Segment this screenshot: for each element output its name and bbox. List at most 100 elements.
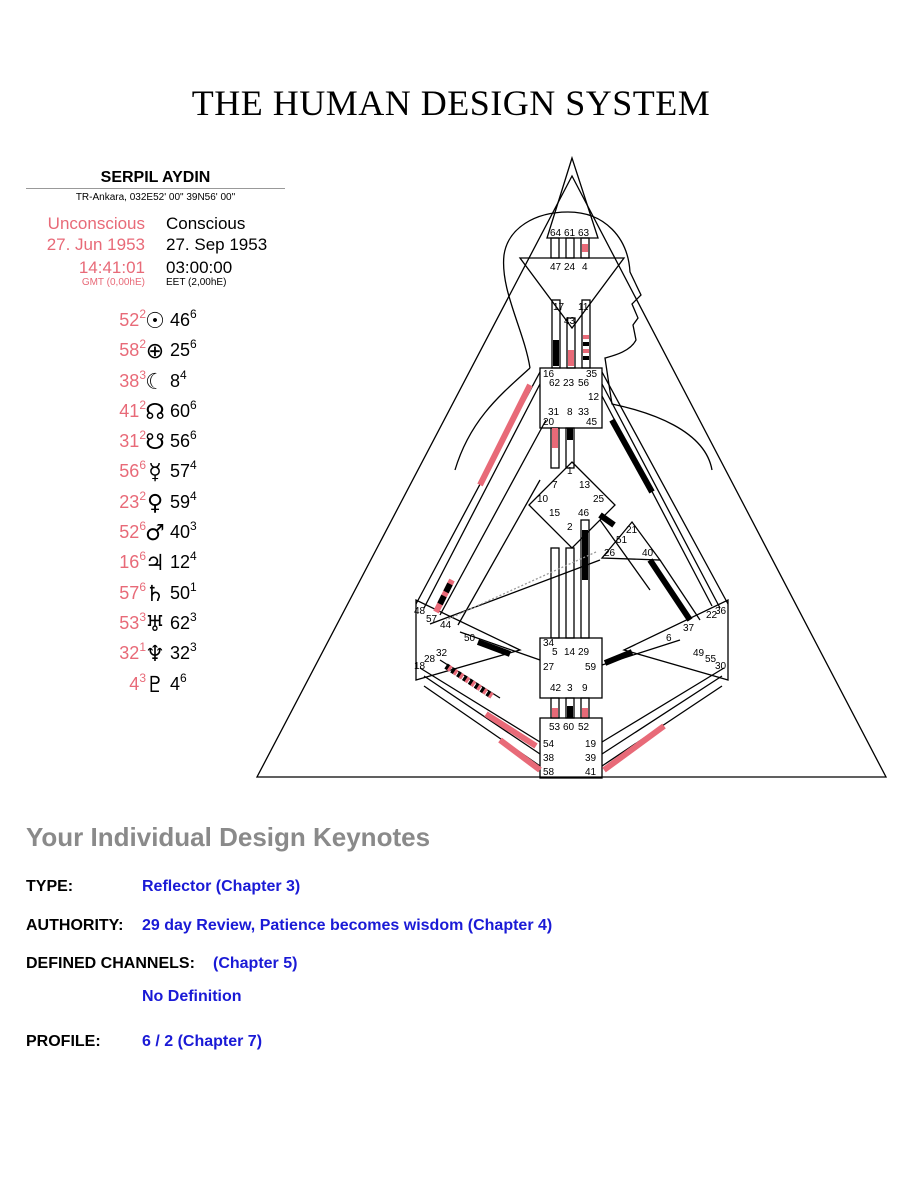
gate-17: 17 xyxy=(553,302,565,313)
unconscious-activation: 576 xyxy=(119,579,146,603)
planet-row: 412☊606 xyxy=(90,397,230,429)
outer-triangle xyxy=(255,174,888,778)
unconscious-activation: 312 xyxy=(119,428,146,452)
gate-3: 3 xyxy=(567,683,573,694)
profile-label: PROFILE: xyxy=(26,1033,101,1050)
channels-label: DEFINED CHANNELS: xyxy=(26,955,195,972)
gate-20: 20 xyxy=(543,417,555,428)
unconscious-activation: 166 xyxy=(119,549,146,573)
planet-row: 312☋566 xyxy=(90,428,230,459)
bodygraph: 64 61 63 47 24 4 17 43 11 62 23 56 16 35… xyxy=(255,155,888,779)
gate-9: 9 xyxy=(582,683,588,694)
profile-value: 6 / 2 (Chapter 7) xyxy=(142,1033,263,1050)
conscious-activation: 606 xyxy=(170,397,197,421)
planet-row: 533♅623 xyxy=(90,609,230,641)
gate-23: 23 xyxy=(563,378,575,389)
page-title: THE HUMAN DESIGN SYSTEM xyxy=(191,83,711,123)
ego-center xyxy=(600,520,662,561)
name-divider xyxy=(26,188,285,189)
gate-38: 38 xyxy=(543,753,555,764)
gate-50: 50 xyxy=(464,633,476,644)
gate-7: 7 xyxy=(552,480,558,491)
gate-55: 55 xyxy=(705,654,717,665)
conscious-activation: 566 xyxy=(170,428,197,452)
unconscious-label: Unconscious xyxy=(47,214,145,233)
gate-2: 2 xyxy=(567,522,573,533)
gate-24: 24 xyxy=(564,262,576,273)
conscious-activation: 623 xyxy=(170,609,197,633)
root-center xyxy=(539,717,603,779)
gate-58: 58 xyxy=(543,767,555,778)
mars-icon: ♂ xyxy=(145,521,165,547)
gate-1: 1 xyxy=(567,466,573,477)
gate-54: 54 xyxy=(543,739,555,750)
gate-28: 28 xyxy=(424,654,436,665)
gate-61: 61 xyxy=(564,228,576,239)
shoulders-left xyxy=(454,367,531,471)
conscious-label: Conscious xyxy=(166,214,246,233)
gate-53: 53 xyxy=(549,722,561,733)
gate-47: 47 xyxy=(550,262,562,273)
gate-8: 8 xyxy=(567,407,573,418)
gate-41: 41 xyxy=(585,767,597,778)
gate-15: 15 xyxy=(549,508,561,519)
planet-row: 166♃124 xyxy=(90,549,230,580)
gate-39: 39 xyxy=(585,753,597,764)
gate-63: 63 xyxy=(578,228,590,239)
saturn-icon: ♄ xyxy=(145,581,165,607)
unconscious-activation: 232 xyxy=(119,488,146,512)
neptune-icon: ♆ xyxy=(145,642,165,668)
gate-10: 10 xyxy=(537,494,549,505)
birth-location: TR-Ankara, 032E52' 00" 39N56' 00" xyxy=(75,192,236,203)
spleen-center xyxy=(415,598,522,681)
gate-36: 36 xyxy=(715,606,727,617)
gate-37: 37 xyxy=(683,623,695,634)
unconscious-activation: 321 xyxy=(119,640,146,664)
solar-plexus-center xyxy=(622,598,729,681)
unconscious-date: 27. Jun 1953 xyxy=(46,235,145,254)
gate-44: 44 xyxy=(440,620,452,631)
gate-35: 35 xyxy=(586,369,598,380)
conscious-activation: 46 xyxy=(170,670,187,694)
gate-14: 14 xyxy=(564,647,576,658)
gate-45: 45 xyxy=(586,417,598,428)
unconscious-time: 14:41:01 xyxy=(78,258,145,277)
gate-12: 12 xyxy=(588,392,600,403)
gate-4: 4 xyxy=(582,262,588,273)
authority-label: AUTHORITY: xyxy=(26,917,124,934)
gate-25: 25 xyxy=(593,494,605,505)
head-center xyxy=(546,155,599,239)
unconscious-activation: 43 xyxy=(129,670,146,694)
conscious-activation: 124 xyxy=(170,549,197,573)
gate-49: 49 xyxy=(693,648,705,659)
type-value: Reflector (Chapter 3) xyxy=(142,878,301,895)
gate-40: 40 xyxy=(642,548,654,559)
conscious-date: 27. Sep 1953 xyxy=(166,235,268,254)
planet-row: 582⊕256 xyxy=(90,337,230,368)
conscious-activation: 84 xyxy=(170,367,187,391)
gate-33: 33 xyxy=(578,407,590,418)
conscious-activation: 574 xyxy=(170,458,197,482)
channels-detail: No Definition xyxy=(142,988,242,1005)
gate-26: 26 xyxy=(604,548,616,559)
person-name: SERPIL AYDIN xyxy=(100,169,211,186)
earth-icon: ⊕ xyxy=(145,339,165,365)
gate-11: 11 xyxy=(578,302,589,313)
north-node-icon: ☊ xyxy=(145,399,165,425)
head-silhouette xyxy=(502,211,713,471)
conscious-activation: 594 xyxy=(170,488,197,512)
gate-13: 13 xyxy=(579,480,591,491)
gate-16: 16 xyxy=(543,369,555,380)
planet-row: 321♆323 xyxy=(90,640,230,671)
gate-59: 59 xyxy=(585,662,597,673)
keynotes-title: Your Individual Design Keynotes xyxy=(26,822,431,852)
gate-64: 64 xyxy=(550,228,562,239)
conscious-activation: 466 xyxy=(170,307,197,330)
gate-34: 34 xyxy=(543,638,555,649)
gate-42: 42 xyxy=(550,683,562,694)
channels-value: (Chapter 5) xyxy=(213,955,298,972)
unconscious-activation: 522 xyxy=(119,307,146,330)
gate-62: 62 xyxy=(549,378,561,389)
person-header: SERPIL AYDIN TR-Ankara, 032E52' 00" 39N5… xyxy=(26,168,285,207)
